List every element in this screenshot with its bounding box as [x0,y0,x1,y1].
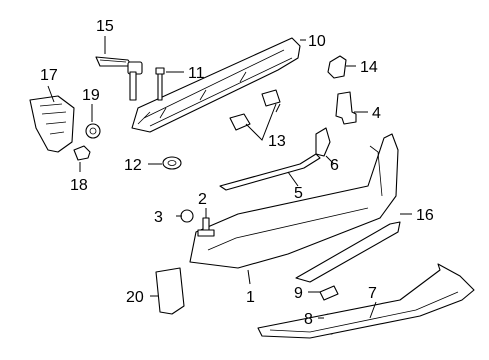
part-12-nut [162,156,182,170]
part-10-reinforcement [131,37,301,133]
part-14-clip [327,55,347,79]
part-19-nut [85,123,101,139]
callout-12: 12 [124,157,142,174]
callout-13: 13 [268,133,286,150]
callout-2: 2 [198,191,207,208]
callout-9: 9 [294,285,303,302]
callout-10: 10 [308,33,326,50]
callout-5: 5 [294,185,303,202]
part-4-bracket [335,91,357,125]
part-6-bracket [315,127,331,157]
callout-8: 8 [304,311,313,328]
part-5-strip [219,153,321,191]
callout-14: 14 [360,59,378,76]
part-16-moulding [295,221,401,283]
part-11-bolt [155,67,165,101]
callout-3: 3 [154,209,163,226]
callout-6: 6 [330,157,339,174]
part-3-grommet [180,209,194,223]
callout-18: 18 [70,177,88,194]
callout-19: 19 [82,87,100,104]
callout-16: 16 [416,207,434,224]
part-15-actuator [95,56,143,101]
part-20-mud-flap [155,267,185,315]
part-1-bumper-cover [189,133,399,269]
callout-15: 15 [96,18,114,35]
callout-1: 1 [246,289,255,306]
callout-7: 7 [368,285,377,302]
callout-20: 20 [126,289,144,306]
callout-4: 4 [372,105,381,122]
callout-numbers: 15 10 11 14 4 13 6 5 16 17 19 18 12 3 2 … [40,18,434,328]
part-18-fastener [73,145,91,161]
part-9-clip [319,285,339,301]
callout-11: 11 [188,65,205,82]
part-17-side-bracket [29,95,75,153]
callout-17: 17 [40,67,58,84]
leader-lines [47,36,412,319]
part-7-valance [257,263,475,339]
part-13-absorbers [229,89,281,141]
